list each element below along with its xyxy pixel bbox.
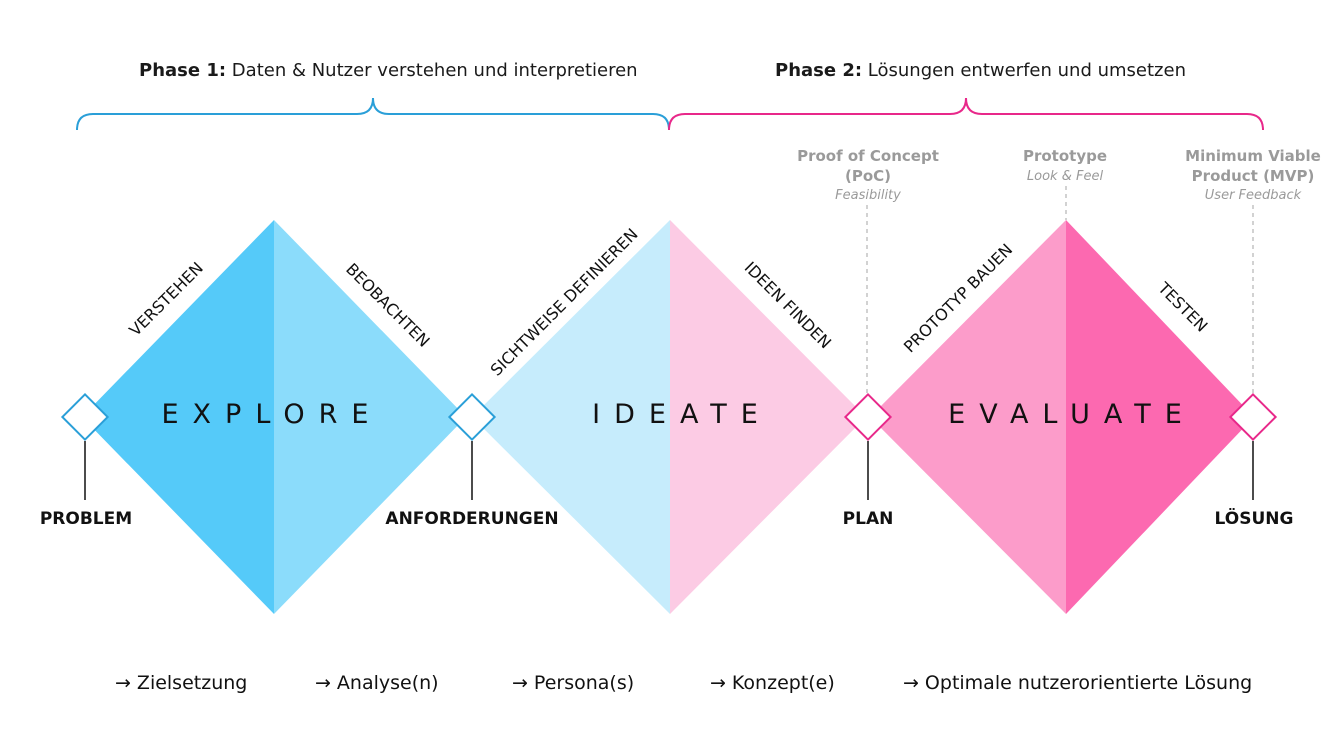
milestone-plan-marker — [843, 392, 893, 442]
stage-evaluate-name: EVALUATE — [948, 399, 1196, 430]
prototype-subtitle: Look & Feel — [1027, 169, 1104, 184]
stage-explore-name: EXPLORE — [162, 399, 383, 430]
phase-2-brace — [668, 97, 1264, 131]
milestone-problem-label: PROBLEM — [40, 509, 132, 529]
milestone-loesung-label: LÖSUNG — [1215, 507, 1294, 529]
ideate-diamond-left-half — [472, 220, 670, 614]
outcome-analyse: →Analyse(n) — [315, 672, 439, 694]
stage-ideate-name: IDEATE — [592, 399, 772, 430]
outcome-konzept: →Konzept(e) — [710, 672, 835, 694]
outcome-persona: →Persona(s) — [512, 672, 634, 694]
phase-2-title: Phase 2: Lösungen entwerfen und umsetzen — [775, 60, 1186, 81]
milestone-loesung-marker — [1228, 392, 1278, 442]
ideate-diamond-right-half — [670, 220, 866, 614]
outcome-loesung: →Optimale nutzerorientierte Lösung — [903, 672, 1252, 694]
poc-subtitle: Feasibility — [835, 188, 901, 203]
milestone-plan-label: PLAN — [843, 509, 894, 529]
milestone-anforderungen-marker — [447, 392, 497, 442]
outcome-zielsetzung: →Zielsetzung — [115, 672, 247, 694]
evaluate-diamond-left-half — [870, 220, 1066, 614]
poc-title-line-2: (PoC) — [845, 167, 891, 185]
arrow-right-icon: → — [710, 672, 726, 694]
explore-diamond-left-half — [82, 220, 274, 614]
phase-1-brace — [76, 97, 670, 131]
arrow-right-icon: → — [115, 672, 131, 694]
mvp-title-line-2: Product (MVP) — [1192, 167, 1315, 185]
arrow-right-icon: → — [512, 672, 528, 694]
poc-title-line-1: Proof of Concept — [797, 147, 939, 165]
explore-diamond-right-half — [274, 220, 466, 614]
phase-1-title: Phase 1: Daten & Nutzer verstehen und in… — [139, 60, 638, 81]
arrow-right-icon: → — [315, 672, 331, 694]
mvp-subtitle: User Feedback — [1205, 188, 1302, 203]
evaluate-diamond-right-half — [1066, 220, 1254, 614]
milestone-anforderungen-label: ANFORDERUNGEN — [385, 509, 558, 529]
mvp-title-line-1: Minimum Viable — [1185, 147, 1321, 165]
arrow-right-icon: → — [903, 672, 919, 694]
milestone-problem-marker — [60, 392, 110, 442]
prototype-title: Prototype — [1023, 147, 1107, 165]
